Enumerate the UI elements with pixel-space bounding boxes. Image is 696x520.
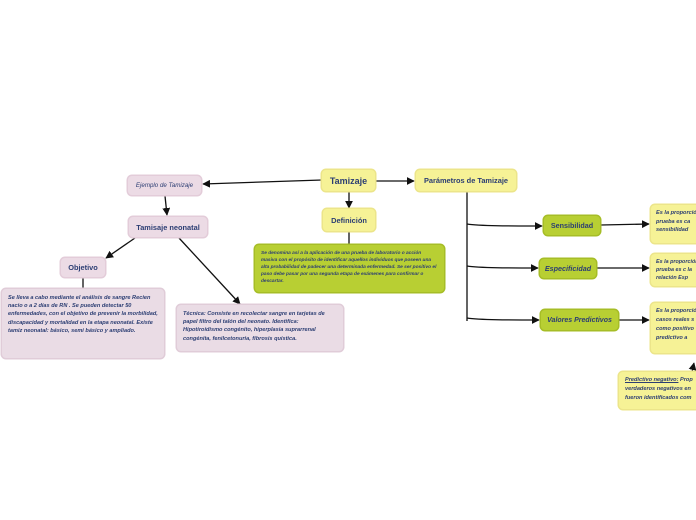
node-tamizaje[interactable]: Tamizaje	[322, 170, 375, 191]
node-predictivo-negativo-label: Predictivo negativo:	[625, 377, 679, 383]
node-sensibilidad[interactable]: Sensibilidad	[544, 216, 600, 235]
node-especificidad-text-content: Es la proporción la prueba es c la relac…	[656, 259, 696, 282]
node-parametros[interactable]: Parámetros de Tamizaje	[416, 170, 516, 191]
node-predictivo-negativo-text[interactable]: Predictivo negativo: Prop verdaderos neg…	[619, 372, 696, 409]
node-objetivo-text-content: Se lleva a cabo mediante el análisis de …	[8, 295, 158, 334]
node-ejemplo-label: Ejemplo de Tamizaje	[135, 182, 194, 189]
node-valores-text[interactable]: Es la proporción casos reales s como pos…	[651, 303, 696, 353]
node-objetivo[interactable]: Objetivo	[61, 258, 105, 277]
node-sensibilidad-text-content: Es la proporción prueba es ca sensibilid…	[656, 210, 696, 234]
node-objetivo-text[interactable]: Se lleva a cabo mediante el análisis de …	[2, 289, 164, 358]
node-tecnica-text-content: Técnica: Consiste en recolectar sangre e…	[183, 311, 325, 342]
node-tecnica-text[interactable]: Técnica: Consiste en recolectar sangre e…	[177, 305, 343, 351]
node-predictivo-negativo-content: Prop verdaderos negativos en fueron iden…	[625, 377, 693, 401]
edge-ejemplo-tamisaje	[162, 195, 171, 216]
node-definicion-text-content: Se denomina así a la aplicación de una p…	[261, 251, 437, 284]
edge-valores-predneg	[688, 362, 696, 373]
node-definicion-text[interactable]: Se denomina así a la aplicación de una p…	[255, 245, 444, 292]
node-valores-text-content: Es la proporción casos reales s como pos…	[656, 308, 696, 341]
edge-parametros-valores	[466, 316, 540, 324]
edge-tamizaje-ejemplo	[202, 179, 323, 188]
node-sensibilidad-text[interactable]: Es la proporción prueba es ca sensibilid…	[651, 205, 696, 243]
node-tamisaje-neonatal[interactable]: Tamisaje neonatal	[129, 217, 207, 237]
node-definicion[interactable]: Definición	[323, 209, 375, 231]
node-parametros-label: Parámetros de Tamizaje	[423, 176, 509, 185]
node-objetivo-label: Objetivo	[68, 263, 98, 272]
edge-parametros-especificidad	[466, 264, 539, 272]
edge-tamisaje-tecnica	[178, 237, 241, 305]
node-especificidad-text[interactable]: Es la proporción la prueba es c la relac…	[651, 254, 696, 286]
node-especificidad-label: Especificidad	[544, 264, 592, 273]
node-valores-predictivos-label: Valores Predictivos	[547, 316, 612, 324]
edge-parametros-sensibilidad	[466, 222, 543, 230]
node-sensibilidad-label: Sensibilidad	[550, 221, 594, 230]
edge-sensibilidad-text	[600, 220, 650, 229]
node-definicion-label: Definición	[331, 215, 367, 225]
node-especificidad[interactable]: Especificidad	[540, 259, 596, 278]
node-ejemplo[interactable]: Ejemplo de Tamizaje	[128, 176, 201, 195]
edge-tamisaje-objetivo	[105, 237, 136, 259]
node-valores-predictivos[interactable]: Valores Predictivos	[541, 310, 618, 330]
node-tamizaje-label: Tamizaje	[329, 175, 368, 186]
node-tamisaje-neonatal-label: Tamisaje neonatal	[136, 222, 200, 232]
